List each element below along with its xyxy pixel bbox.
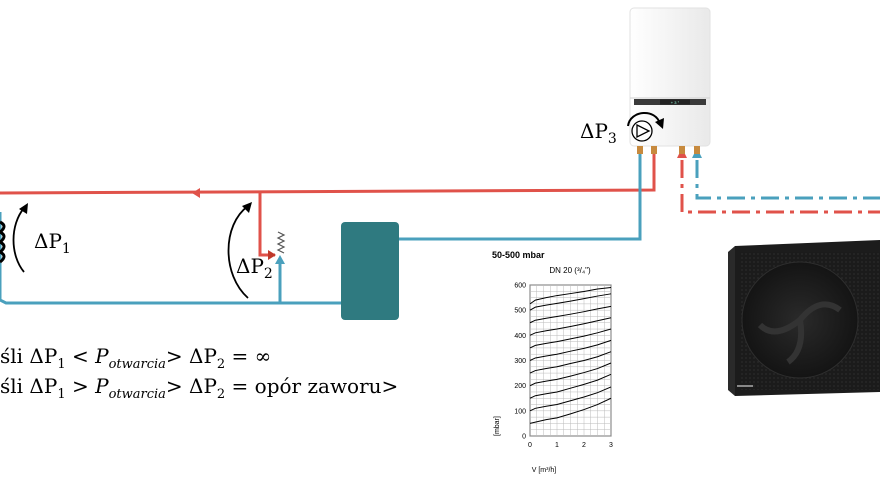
- chart-xtick-label: 3: [609, 442, 613, 449]
- chart-ytick-label: 600: [514, 283, 526, 290]
- chart-series-line: [529, 328, 612, 349]
- chart-series-line: [529, 362, 612, 387]
- chart-xtick-label: 0: [528, 442, 532, 449]
- supply-flow-arrow: [192, 188, 200, 198]
- chart-xlabel: V [m³/h]: [532, 467, 557, 474]
- chart-series-line: [529, 305, 612, 324]
- chart-ytick-label: 300: [514, 358, 526, 365]
- valve-arrow: [268, 250, 276, 260]
- circulation-pump-icon: [627, 112, 664, 142]
- indoor-unit: + 3 °: [629, 7, 711, 147]
- dp2-arc: [227, 205, 249, 299]
- chart-ytick-label: 200: [514, 383, 526, 390]
- chart-title: DN 20 (³/₄"): [549, 266, 591, 275]
- chart-ticks: 0 100 200 300 400 500 600 0 1 2 3: [514, 283, 613, 450]
- chart-ytick-label: 400: [514, 333, 526, 340]
- heat-pump-outdoor-unit: [728, 240, 880, 396]
- chart-xtick-label: 1: [555, 442, 559, 449]
- return-flow-arrow: [275, 255, 285, 264]
- chart-ytick-label: 500: [514, 308, 526, 315]
- chart-series-line: [529, 397, 612, 424]
- dp1-label: ΔP1: [34, 229, 71, 257]
- chart-series-line: [529, 293, 612, 311]
- boiler-display: + 3 °: [671, 100, 680, 105]
- dp2-arrowhead: [242, 202, 252, 213]
- chart-series-line: [529, 386, 612, 412]
- radiator-icon: [0, 220, 6, 264]
- return-pipe: [0, 152, 642, 305]
- dp1-arrowhead: [19, 203, 28, 214]
- chart-ytick-label: 0: [522, 434, 526, 441]
- dp2-label: ΔP2: [236, 254, 273, 282]
- dp3-label: ΔP3: [580, 119, 617, 147]
- chart-series-line: [529, 351, 612, 374]
- chart-ytick-label: 100: [514, 408, 526, 415]
- chart-range-title: 50-500 mbar: [492, 250, 545, 260]
- bypass-valve-spring-icon: [276, 231, 286, 254]
- chart-xtick-label: 2: [582, 442, 586, 449]
- chart-series-line: [529, 339, 612, 361]
- heatpump-return-line: [695, 160, 880, 200]
- chart-ylabel: [mbar]: [494, 416, 501, 436]
- equation-line-1: śli ΔP1 < Potwarcia> ΔP2 = ∞: [0, 344, 271, 372]
- buffer-tank: [341, 222, 399, 320]
- chart-series-line: [529, 287, 612, 305]
- chart-series-line: [529, 317, 612, 336]
- equation-line-2: śli ΔP1 > Potwarcia> ΔP2 = opór zaworu>: [0, 374, 398, 402]
- chart-series-line: [529, 373, 612, 399]
- chart-lines: [529, 287, 612, 424]
- heatpump-supply-line: [680, 160, 880, 214]
- indoor-unit-fittings: [637, 146, 700, 154]
- dp1-arc: [12, 207, 25, 273]
